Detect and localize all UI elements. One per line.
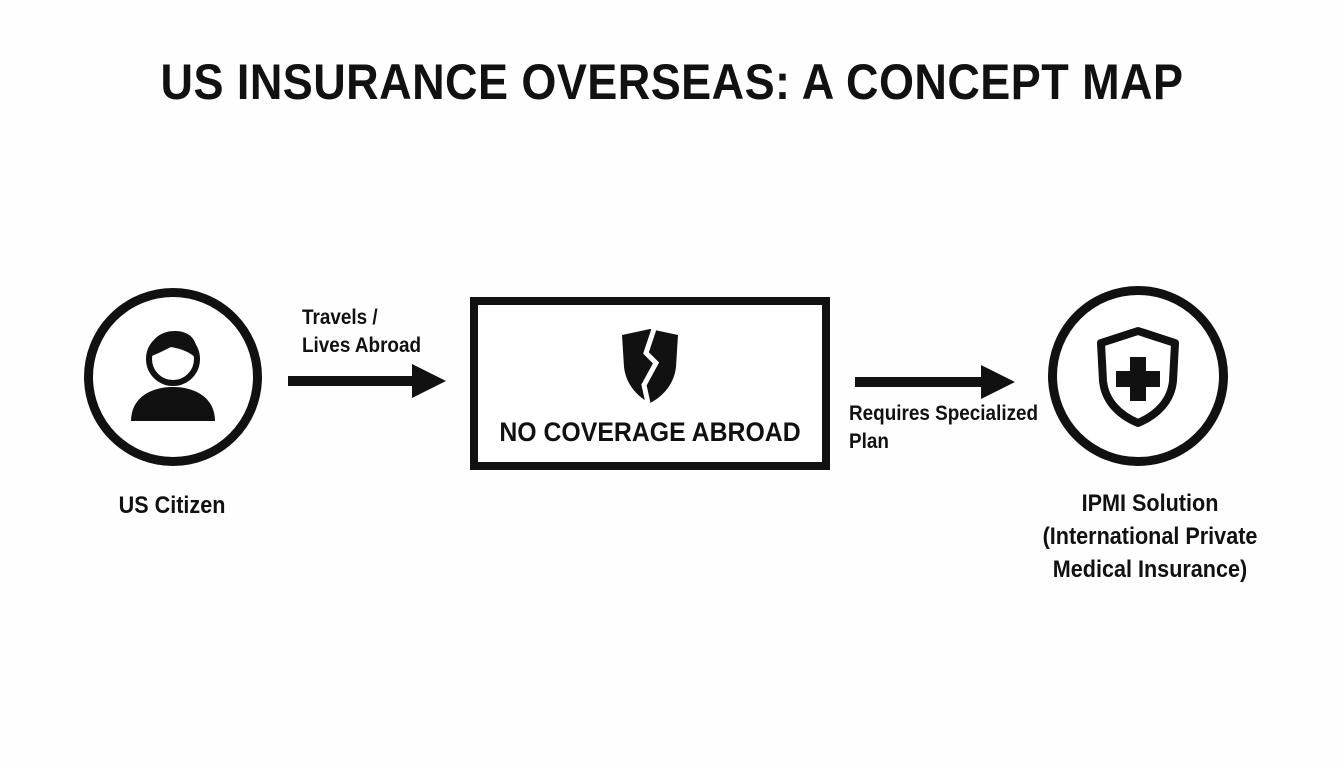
ipmi-label-line3: Medical Insurance) [1052, 556, 1248, 583]
no-coverage-label: NO COVERAGE ABROAD [499, 417, 801, 447]
broken-shield-icon [622, 328, 678, 404]
requires-plan-label-line2: Plan [849, 430, 889, 453]
person-icon [131, 331, 215, 421]
requires-plan-label: Requires Specialized Plan [849, 400, 1038, 456]
us-citizen-node [84, 288, 262, 466]
requires-plan-label-line1: Requires Specialized [849, 402, 1039, 425]
ipmi-label-line1: IPMI Solution [1081, 490, 1219, 517]
ipmi-label-line2: (International Private [1042, 523, 1258, 550]
us-citizen-label: US Citizen [118, 492, 226, 519]
travels-abroad-label-line2: Lives Abroad [302, 334, 422, 357]
arrow-no-coverage-to-ipmi [855, 365, 1015, 399]
travels-abroad-label: Travels / Lives Abroad [302, 304, 421, 360]
arrow-citizen-to-no-coverage [288, 364, 446, 398]
diagram-title: US INSURANCE OVERSEAS: A CONCEPT MAP [160, 54, 1184, 110]
travels-abroad-label-line1: Travels / [302, 306, 378, 329]
no-coverage-node: NO COVERAGE ABROAD [470, 297, 830, 470]
ipmi-node [1048, 286, 1228, 466]
ipmi-label: IPMI Solution (International Private Med… [1033, 487, 1267, 586]
medical-shield-icon [1097, 327, 1179, 427]
